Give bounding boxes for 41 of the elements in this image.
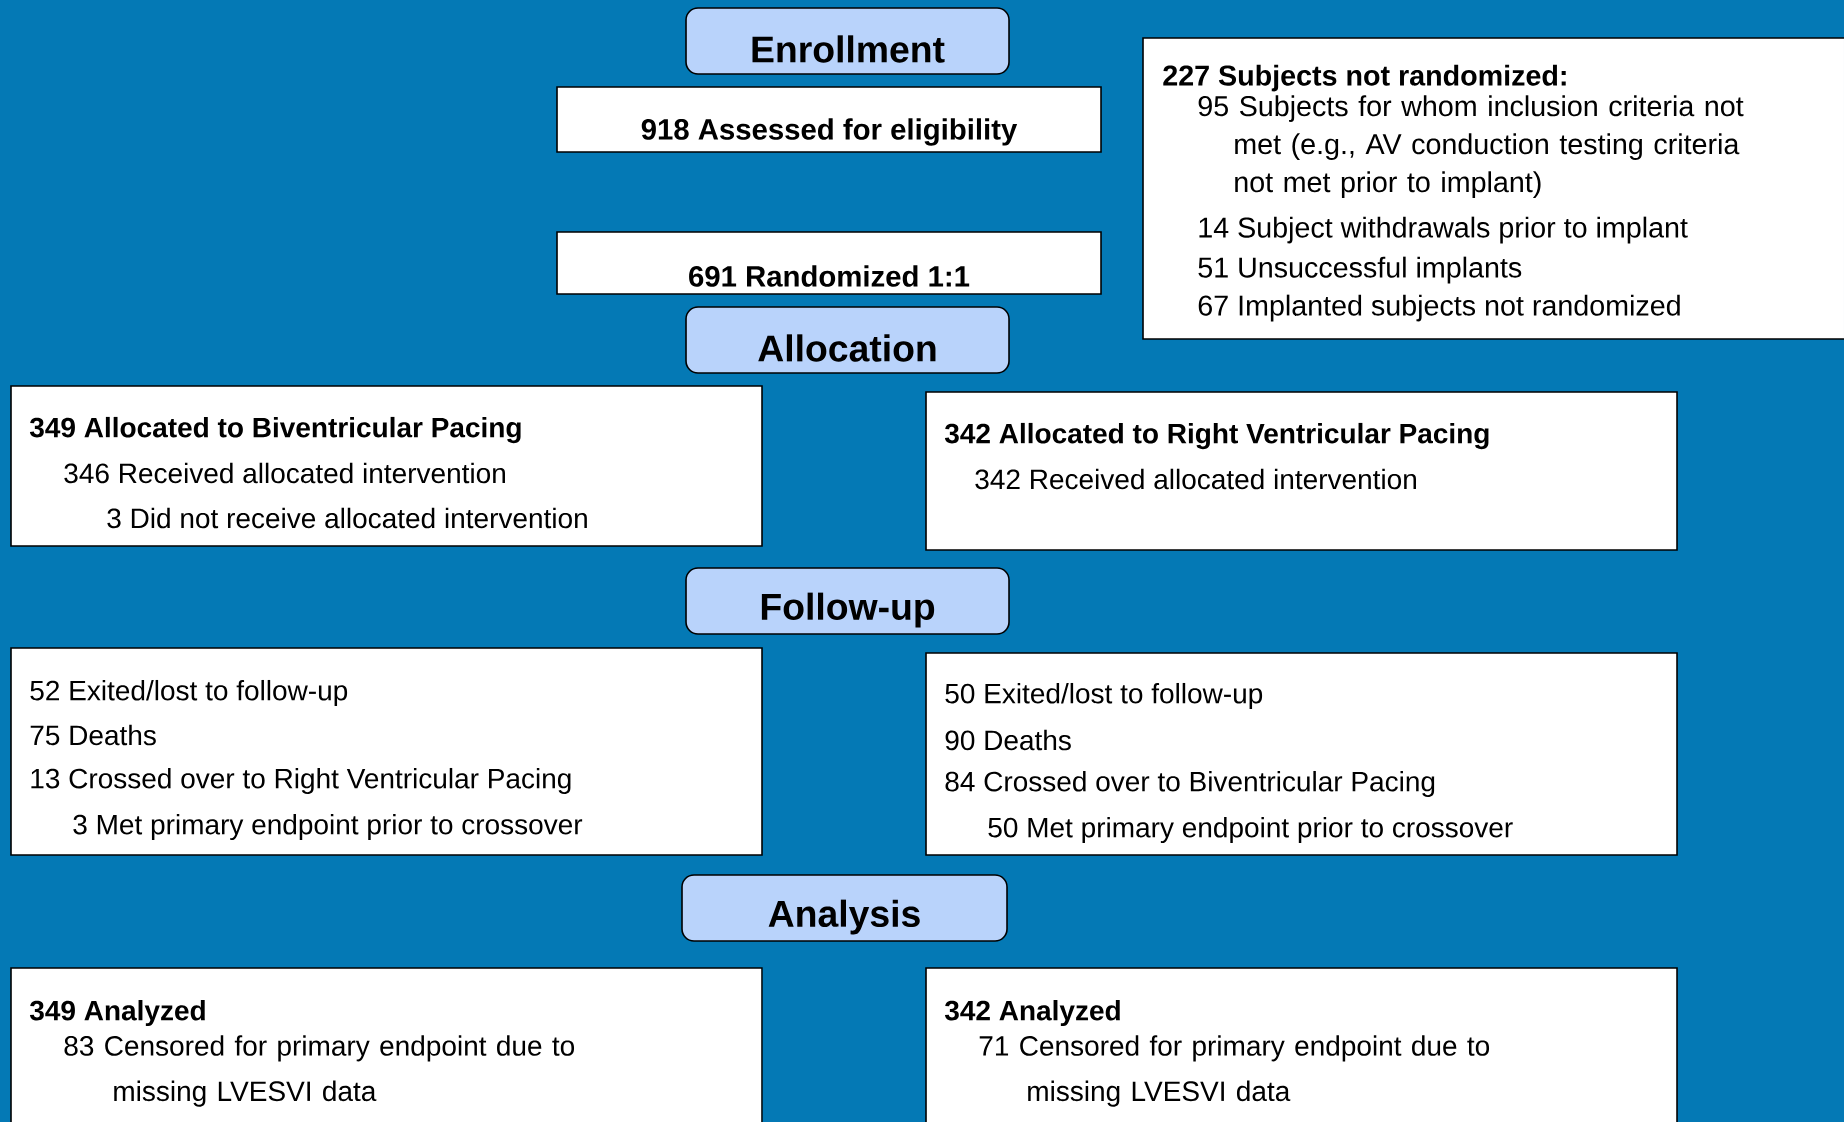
exclusion-box [1142,37,1844,340]
stage-label: Analysis [768,899,920,935]
stage-label: Enrollment [752,35,945,63]
stage-header [685,7,1010,75]
box-heading: 349 Analyzed [29,999,205,1027]
list-item: 75 Deaths [30,724,156,746]
stage-label: Follow-up [761,592,935,628]
list-item: 52 Exited/lost to follow-up [30,679,348,707]
list-item: 90 Deaths [945,729,1071,751]
list-item: 14 Subject withdrawals prior to implant [1199,216,1688,244]
list-item: 71 Censored for primary endpoint due to missing LVESVI data [979,1035,1490,1107]
stage-header [685,306,1010,374]
list-item: 342 Received allocated intervention [975,468,1416,490]
list-item: 346 Received allocated intervention [64,462,505,484]
box-heading: 342 Analyzed [944,999,1120,1027]
process-box [925,967,1678,1122]
stage-header [681,874,1008,942]
process-box [10,647,763,856]
list-item: 13 Crossed over to Right Ventricular Pacing [31,767,571,795]
box-heading: 342 Allocated to Right Ventricular Pacing [944,422,1489,450]
list-item: 3 Did not receive allocated intervention [107,507,587,529]
box-text: 691 Randomized 1:1 [689,265,970,287]
stage-label: Allocation [758,334,936,362]
process-box [925,652,1678,856]
process-box [925,391,1678,551]
list-item: 3 Met primary endpoint prior to crossover [73,813,583,841]
list-item: 67 Implanted subjects not randomized [1198,294,1680,322]
process-box [556,86,1102,153]
list-item: 84 Crossed over to Biventricular Pacing [945,770,1435,798]
box-heading: 349 Allocated to Biventricular Pacing [29,416,521,444]
box-heading: 227 Subjects not randomized: [1163,64,1566,92]
list-item: 51 Unsuccessful implants [1198,256,1522,284]
process-box [556,231,1102,295]
list-item: 95 Subjects for whom inclusion criteria not met (e.g., AV conduction testing criteria not met prior to implant) [1198,95,1744,198]
box-text: 918 Assessed for eligibility [641,118,1018,146]
stage-header [685,567,1010,635]
process-box [10,385,763,547]
list-item: 83 Censored for primary endpoint due to missing LVESVI data [64,1035,575,1107]
process-box [10,967,763,1122]
list-item: 50 Met primary endpoint prior to crossover [988,816,1513,844]
list-item: 50 Exited/lost to follow-up [945,682,1263,710]
